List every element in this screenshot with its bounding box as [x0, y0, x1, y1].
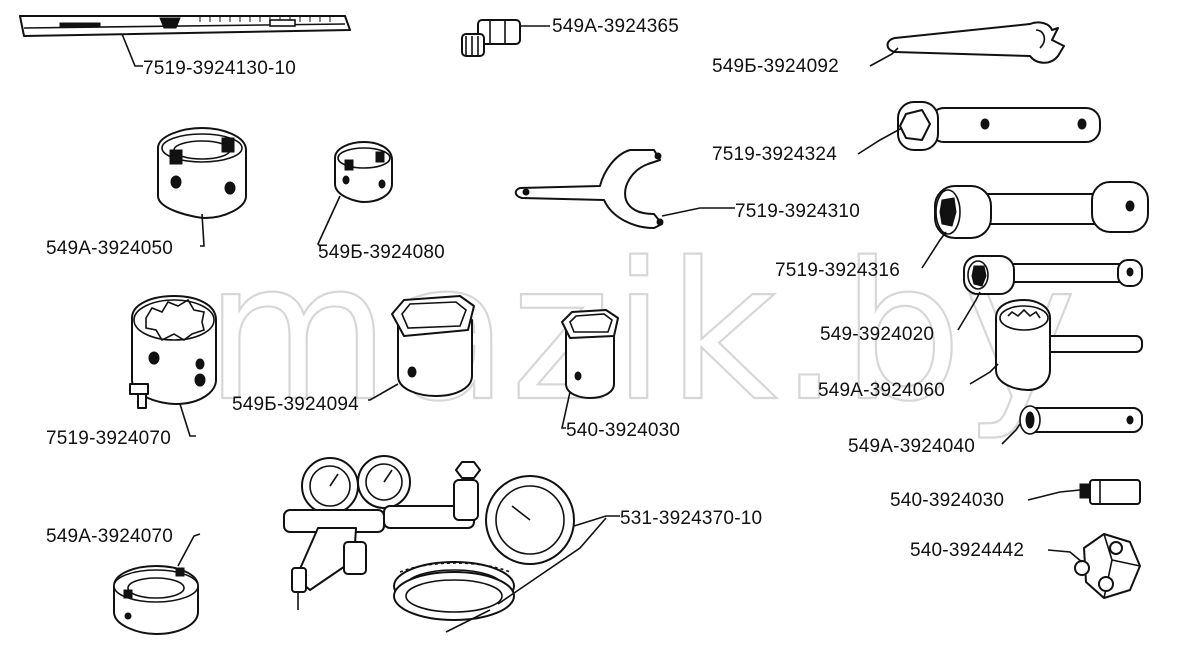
label-tube-wrench: 549А-3924040: [848, 436, 975, 457]
label-slotted-ring: 549А-3924070: [46, 526, 173, 547]
spanner-hook-wrench-drawing: [514, 149, 664, 229]
leader-hex-socket-small: [561, 391, 571, 429]
pressure-gauge-kit-drawing: [283, 455, 575, 633]
label-hex-nut-adapter: 540-3924442: [910, 540, 1024, 561]
label-gauge-ruler: 7519-3924130-10: [143, 58, 296, 79]
leader-hex-key: [1027, 489, 1081, 501]
leader-hex-socket-large: [368, 383, 399, 401]
valve-fitting-drawing: [461, 19, 521, 57]
label-pressure-gauge-kit: 531-3924370-10: [620, 508, 762, 529]
flat-wrench-drawing: [886, 21, 1065, 64]
box-wrench-double-drawing: [934, 181, 1149, 239]
label-socket-wrench-large: 7519-3924324: [712, 144, 837, 165]
label-spanner-hook-wrench: 7519-3924310: [735, 201, 860, 222]
gauge-ruler-drawing: [19, 15, 351, 37]
label-ring-wrench-large: 549А-3924050: [46, 238, 173, 259]
tee-wrench-drawing: [995, 299, 1143, 391]
hex-nut-adapter-drawing: [1074, 533, 1141, 599]
label-splined-socket: 7519-3924070: [46, 428, 171, 449]
tube-wrench-drawing: [1019, 405, 1143, 435]
leader-ring-wrench-small: [317, 195, 341, 247]
label-hex-socket-large: 549Б-3924094: [232, 394, 359, 415]
label-valve-fitting: 549А-3924365: [552, 16, 679, 37]
hex-key-drawing: [1079, 479, 1141, 505]
box-wrench-small-drawing: [963, 255, 1143, 295]
leader-splined-socket: [179, 403, 196, 437]
leader-gauge-ruler: [121, 33, 143, 67]
leader-hex-nut-adapter: [1047, 549, 1083, 563]
leader-pressure-gauge-kit-1: [573, 515, 620, 527]
label-box-wrench-small: 549-3924020: [820, 324, 934, 345]
leader-box-wrench-small: [957, 291, 981, 331]
ring-wrench-large-drawing: [157, 127, 247, 219]
watermark-text: mazik.by: [205, 222, 1079, 443]
leader-spanner-hook-wrench: [661, 207, 735, 217]
hex-socket-large-drawing: [391, 295, 475, 397]
slotted-ring-drawing: [113, 565, 199, 635]
leader-tube-wrench: [1001, 423, 1021, 445]
leader-box-wrench-double: [921, 231, 947, 269]
label-ring-wrench-small: 549Б-3924080: [318, 242, 445, 263]
ring-wrench-small-drawing: [334, 141, 393, 203]
label-box-wrench-double: 7519-3924316: [775, 260, 900, 281]
leader-tee-wrench: [969, 363, 999, 385]
leader-slotted-ring: [177, 533, 201, 567]
leader-flat-wrench: [869, 47, 899, 67]
leader-socket-wrench-large: [857, 127, 903, 155]
leader-ring-wrench-large: [200, 213, 205, 247]
splined-socket-drawing: [129, 295, 217, 409]
hex-socket-small-drawing: [561, 309, 619, 399]
label-hex-key: 540-3924030: [890, 490, 1004, 511]
leader-pressure-gauge-kit-2: [497, 517, 607, 605]
label-hex-socket-small: 540-3924030: [566, 420, 680, 441]
socket-wrench-large-drawing: [897, 101, 1101, 151]
label-flat-wrench: 549Б-3924092: [712, 56, 839, 77]
label-tee-wrench: 549А-3924060: [818, 380, 945, 401]
